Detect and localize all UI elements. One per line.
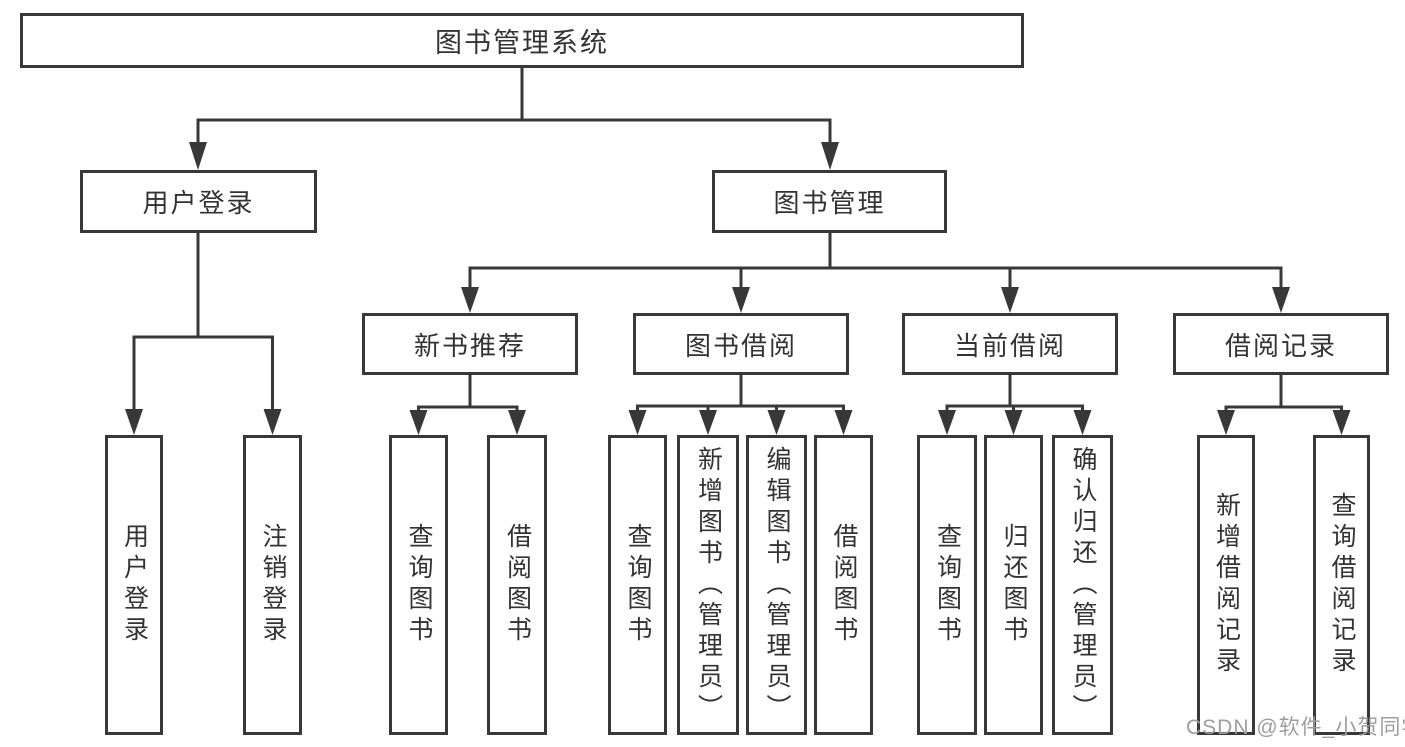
node-current-borrowing: 当前借阅 — [902, 313, 1118, 375]
arrow-to-leaf-cb-query — [938, 410, 956, 435]
node-leaf-confirm-return-admin: 确认归还（管理员） — [1052, 435, 1113, 735]
node-book-management: 图书管理 — [712, 170, 947, 233]
node-leaf-edit-books-admin: 编辑图书（管理员） — [746, 435, 807, 735]
arrow-to-borrow-records — [1272, 287, 1290, 313]
connector-bookmgmt-to-level3 — [468, 233, 1283, 292]
node-user-login: 用户登录 — [80, 170, 317, 233]
node-label: 确认归还（管理员） — [1069, 445, 1097, 725]
node-label: 新增借阅记录 — [1212, 492, 1241, 678]
arrow-to-book-mgmt — [821, 142, 839, 170]
node-leaf-current-query-books: 查询图书 — [917, 435, 977, 735]
node-label: 查询图书 — [405, 523, 433, 647]
node-label: 编辑图书（管理员） — [763, 445, 791, 725]
arrow-to-user-login — [189, 142, 207, 170]
connector-currentborrow-to-leaves — [945, 375, 1084, 414]
node-leaf-newbooks-borrow-books: 借阅图书 — [487, 435, 547, 735]
arrowheads — [125, 142, 1351, 435]
arrow-to-leaf-nb-query — [409, 410, 428, 435]
arrow-to-leaf-bb-add — [699, 410, 717, 435]
arrow-to-leaf-br-add — [1217, 410, 1235, 435]
node-leaf-newbooks-query-books: 查询图书 — [389, 435, 448, 735]
node-label: 查询图书 — [933, 523, 962, 647]
node-book-borrowing: 图书借阅 — [633, 313, 849, 375]
node-leaf-add-borrow-record: 新增借阅记录 — [1197, 435, 1255, 735]
node-library-management-system: 图书管理系统 — [20, 13, 1024, 68]
node-label: 用户登录 — [120, 523, 149, 647]
node-leaf-user-login: 用户登录 — [105, 435, 163, 735]
node-label: 查询图书 — [624, 523, 652, 647]
node-label: 注销登录 — [259, 523, 287, 647]
arrow-to-new-books — [461, 287, 479, 313]
node-leaf-return-books: 归还图书 — [984, 435, 1043, 735]
connector-bookborrow-to-leaves — [636, 375, 845, 414]
arrow-to-leaf-user-login — [125, 409, 143, 435]
arrow-to-leaf-bb-edit — [767, 410, 786, 435]
node-borrowing-records: 借阅记录 — [1173, 313, 1389, 375]
node-label: 借阅图书 — [503, 523, 532, 647]
arrow-to-leaf-br-query — [1332, 410, 1351, 435]
arrow-to-current-borrow — [1001, 287, 1019, 313]
arrow-to-leaf-bb-borrow — [834, 410, 853, 435]
arrow-to-leaf-logout — [263, 409, 282, 435]
node-leaf-borrowing-borrow-books: 借阅图书 — [814, 435, 873, 735]
csdn-watermark: CSDN @软件_小贺同学 — [1186, 716, 1405, 739]
arrow-to-leaf-bb-query — [628, 410, 647, 435]
arrow-to-leaf-cb-return — [1004, 410, 1023, 435]
node-leaf-borrowing-query-books: 查询图书 — [608, 435, 667, 735]
node-label: 借阅图书 — [830, 523, 858, 647]
node-label: 新增图书（管理员） — [694, 445, 723, 725]
node-new-book-recommend: 新书推荐 — [362, 313, 578, 375]
node-leaf-query-borrow-record: 查询借阅记录 — [1313, 435, 1370, 735]
node-label: 查询借阅记录 — [1328, 492, 1356, 678]
node-leaf-add-books-admin: 新增图书（管理员） — [677, 435, 739, 735]
connector-userlogin-to-leaves — [132, 233, 274, 414]
connector-newbooks-to-leaves — [417, 375, 519, 414]
node-label: 归还图书 — [1000, 523, 1028, 647]
arrow-to-book-borrow — [732, 287, 750, 313]
node-leaf-logout: 注销登录 — [243, 435, 302, 735]
connector-root-to-level2 — [196, 67, 832, 148]
connector-records-to-leaves — [1224, 375, 1343, 414]
arrow-to-leaf-nb-borrow — [508, 410, 526, 435]
arrow-to-leaf-cb-confirm — [1073, 410, 1092, 435]
